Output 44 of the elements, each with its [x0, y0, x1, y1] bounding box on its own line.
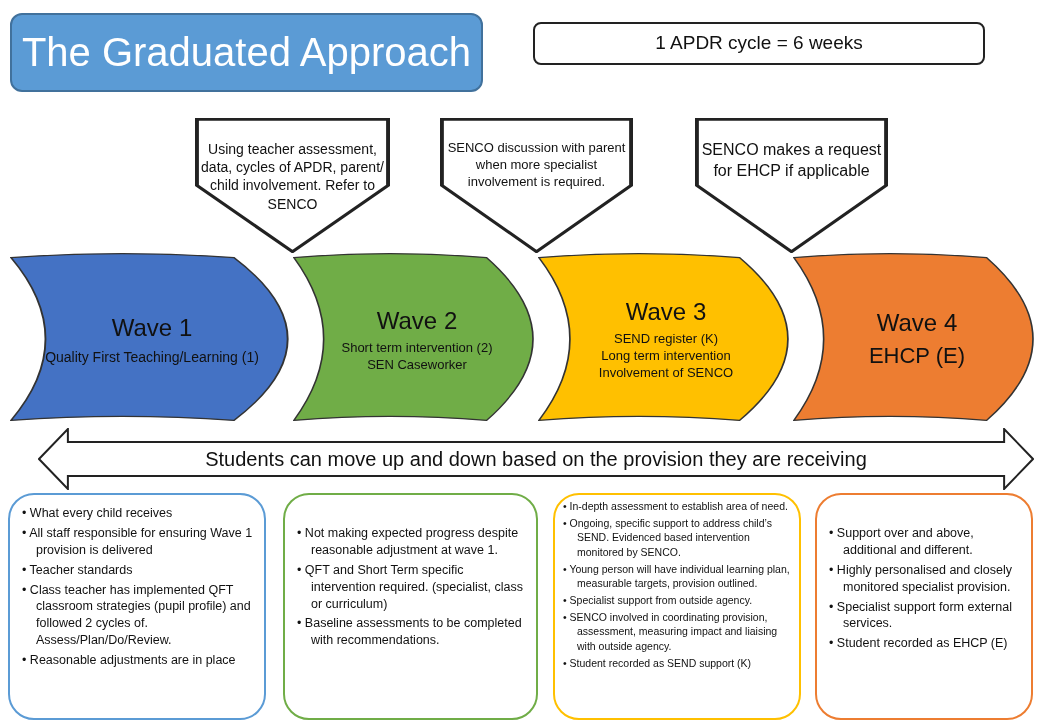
callout-text: Using teacher assessment, data, cycles of APDR, parent/ child involvement. Refer to SENCO [201, 140, 384, 213]
info-box [533, 22, 985, 65]
info-card [553, 493, 801, 720]
bullet-text: • Highly personalised and closely monitored specialist provision. [829, 561, 1013, 596]
double-arrow [38, 428, 1034, 490]
bullet-text: • Class teacher has implemented QFT classroom strategies (pupil profile) and followed 2 cycles of. Assess/Plan/Do/Review. [22, 581, 252, 649]
wave-text: Short term intervention (2) [341, 339, 493, 357]
bullet-text: • SENCO involved in coordinating provision, assessment, measuring impact and liaising with outside agency. [563, 610, 779, 653]
callout-text: SENCO makes a request for EHCP if applicable [701, 140, 882, 181]
wave-text: SEN Caseworker [367, 356, 467, 374]
wave-text: SEND register (K) [614, 331, 718, 349]
info-card [815, 493, 1033, 720]
callout-box [695, 118, 888, 253]
wave-text: Long term intervention [601, 348, 731, 366]
wave-text: EHCP (E) [868, 342, 966, 371]
callout-box [440, 118, 633, 253]
bullet-text: • QFT and Short Term specific intervention required. (specialist, class or curriculum) [297, 561, 524, 613]
info-card [283, 493, 538, 720]
callout-box [195, 118, 390, 253]
wave-heading: Wave 2 [376, 305, 458, 336]
info-card [8, 493, 266, 720]
wave-text: Involvement of SENCO [598, 365, 734, 382]
bullet-text: • Not making expected progress despite reasonable adjustment at wave 1. [297, 525, 520, 559]
info-text: 1 APDR cycle = 6 weeks [655, 31, 863, 56]
bullet-text: • Support over and above, additional and different. [829, 525, 975, 559]
bullet-text: • What every child receives [22, 505, 174, 522]
bullet-text: • Student recorded as EHCP (E) [829, 635, 1009, 653]
title-banner: The Graduated Approach [10, 13, 483, 92]
bullet-text: • Baseline assessments to be completed with recommendations. [297, 615, 523, 650]
bullet-text: • Specialist support from outside agency. [563, 593, 754, 608]
arrow-label: Students can move up and down based on the provision they are receiving [205, 447, 867, 472]
bullet-text: • Specialist support form external services. [829, 598, 1013, 633]
wave-heading: Wave 3 [625, 297, 707, 328]
wave-text: Quality First Teaching/Learning (1) [45, 347, 259, 366]
bullet-text: • Teacher standards [22, 561, 134, 579]
bullet-text: • Student recorded as SEND support (K) [563, 655, 753, 670]
bullet-text: • Young person will have individual learning plan, measurable targets, provision outlined. [563, 561, 791, 591]
bullet-text: • Reasonable adjustments are in place [22, 652, 237, 669]
wave-heading: Wave 4 [876, 308, 958, 339]
callout-text: SENCO discussion with parent when more specialist involvement is required. [446, 140, 627, 191]
bullet-text: • Ongoing, specific support to address child’s SEND. Evidenced based intervention monitored by SENCO. [563, 516, 773, 559]
wave-heading: Wave 1 [111, 313, 193, 344]
bullet-text: • All staff responsible for ensuring Wave 1 provision is delivered [22, 524, 254, 559]
bullet-text: • In-depth assessment to establish area of need. [563, 499, 789, 514]
